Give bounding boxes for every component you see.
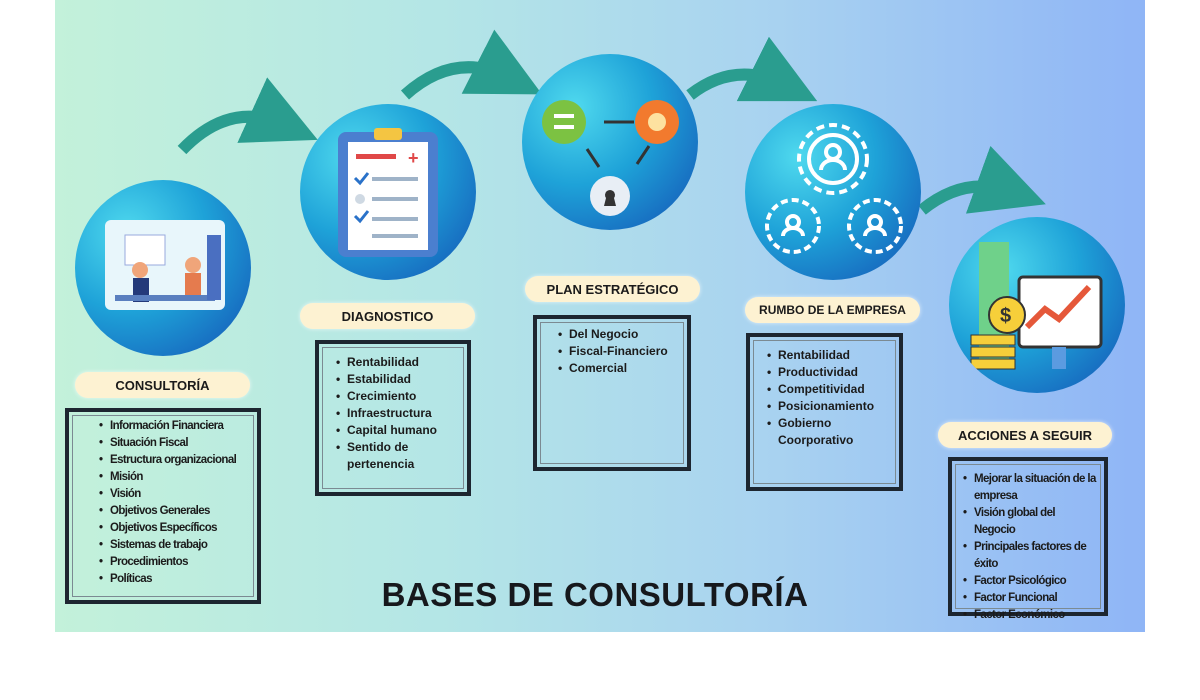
list-item: Factor Económico <box>963 607 1098 624</box>
list-item: Capital humano <box>336 422 457 439</box>
svg-text:+: + <box>408 148 419 168</box>
list-item: Información Financiera <box>99 418 247 435</box>
label-plan-estrategico: PLAN ESTRATÉGICO <box>525 276 700 302</box>
arrow-3 <box>686 36 818 102</box>
arrow-4 <box>918 145 1046 215</box>
arrow-2 <box>400 29 543 100</box>
svg-text:$: $ <box>1000 305 1011 327</box>
list-item: Estabilidad <box>336 371 457 388</box>
clipboard-checklist-icon: + <box>300 104 476 280</box>
list-item: Rentabilidad <box>767 347 889 364</box>
box-consultoria: Información Financiera Situación Fiscal … <box>65 408 261 604</box>
box-rumbo-empresa: Rentabilidad Productividad Competitivida… <box>746 333 903 491</box>
label-diagnostico: DIAGNOSTICO <box>300 303 475 329</box>
list-item: Estructura organizacional <box>99 452 247 469</box>
list-item: Factor Funcional <box>963 590 1098 607</box>
list-item: Sistemas de trabajo <box>99 537 247 554</box>
label-consultoria: CONSULTORÍA <box>75 372 250 398</box>
list-item: Procedimientos <box>99 554 247 571</box>
list-item: Principales factores de éxito <box>963 539 1098 573</box>
list-item: Visión global del Negocio <box>963 505 1098 539</box>
gears-people-icon <box>745 104 921 280</box>
label-rumbo-empresa: RUMBO DE LA EMPRESA <box>745 297 920 323</box>
list-item: Rentabilidad <box>336 354 457 371</box>
list-item: Factor Psicológico <box>963 573 1098 590</box>
list-item: Infraestructura <box>336 405 457 422</box>
list-item: Visión <box>99 486 247 503</box>
list-item: Gobierno Coorporativo <box>767 415 889 449</box>
list-item: Del Negocio <box>558 326 677 343</box>
box-acciones-seguir: Mejorar la situación de la empresa Visió… <box>948 457 1108 624</box>
list-item: Crecimiento <box>336 388 457 405</box>
list-item: Objetivos Generales <box>99 503 247 520</box>
label-acciones-seguir: ACCIONES A SEGUIR <box>938 422 1112 448</box>
box-diagnostico: Rentabilidad Estabilidad Crecimiento Inf… <box>315 340 471 496</box>
list-item: Objetivos Específicos <box>99 520 247 537</box>
box-plan-estrategico: Del Negocio Fiscal-Financiero Comercial <box>533 315 691 471</box>
list-item: Competitividad <box>767 381 889 398</box>
page-title: BASES DE CONSULTORÍA <box>381 576 809 613</box>
list-item: Posicionamiento <box>767 398 889 415</box>
meeting-illustration-icon <box>75 180 251 356</box>
list-item: Mejorar la situación de la empresa <box>963 471 1098 505</box>
finance-growth-icon: $ <box>949 217 1125 393</box>
strategy-cycle-icon <box>522 54 698 230</box>
list-item: Situación Fiscal <box>99 435 247 452</box>
list-item: Fiscal-Financiero <box>558 343 677 360</box>
list-item: Sentido de pertenencia <box>336 439 457 473</box>
list-item: Productividad <box>767 364 889 381</box>
list-item: Políticas <box>99 571 247 588</box>
arrow-1 <box>177 77 318 155</box>
list-item: Misión <box>99 469 247 486</box>
list-item: Comercial <box>558 360 677 377</box>
